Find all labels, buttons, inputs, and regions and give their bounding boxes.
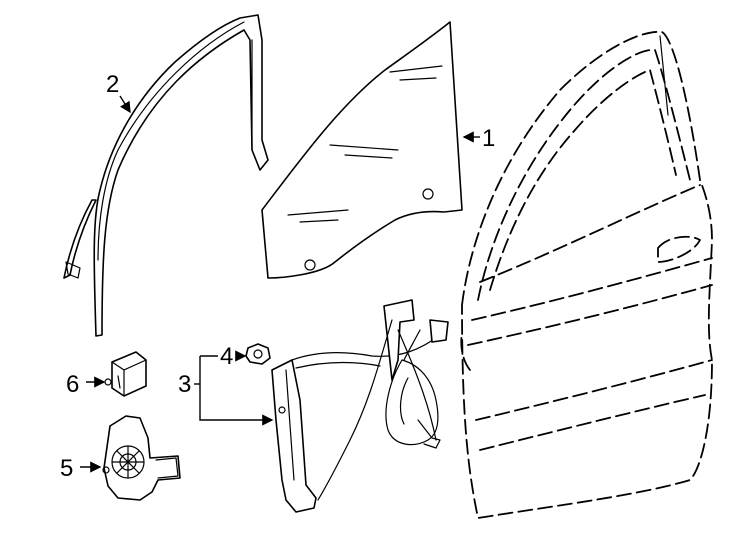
motor-module-icon: [104, 351, 147, 397]
callout-4: 4: [220, 343, 233, 370]
callout-3: 3: [178, 371, 191, 398]
leader-2: [119, 95, 131, 114]
door-shell-icon: [460, 31, 713, 519]
callout-2: 2: [106, 71, 119, 98]
callout-1: 1: [482, 125, 495, 152]
glass-run-channel-icon: [63, 14, 269, 337]
leader-lines: [80, 95, 480, 473]
window-regulator-icon: [271, 299, 449, 513]
leader-3: [199, 356, 274, 426]
regulator-nut-icon: [245, 343, 271, 365]
callout-6: 6: [66, 371, 79, 398]
regulator-motor-icon: [102, 415, 181, 501]
door-glass-icon: [261, 21, 463, 279]
callout-5: 5: [60, 455, 73, 482]
